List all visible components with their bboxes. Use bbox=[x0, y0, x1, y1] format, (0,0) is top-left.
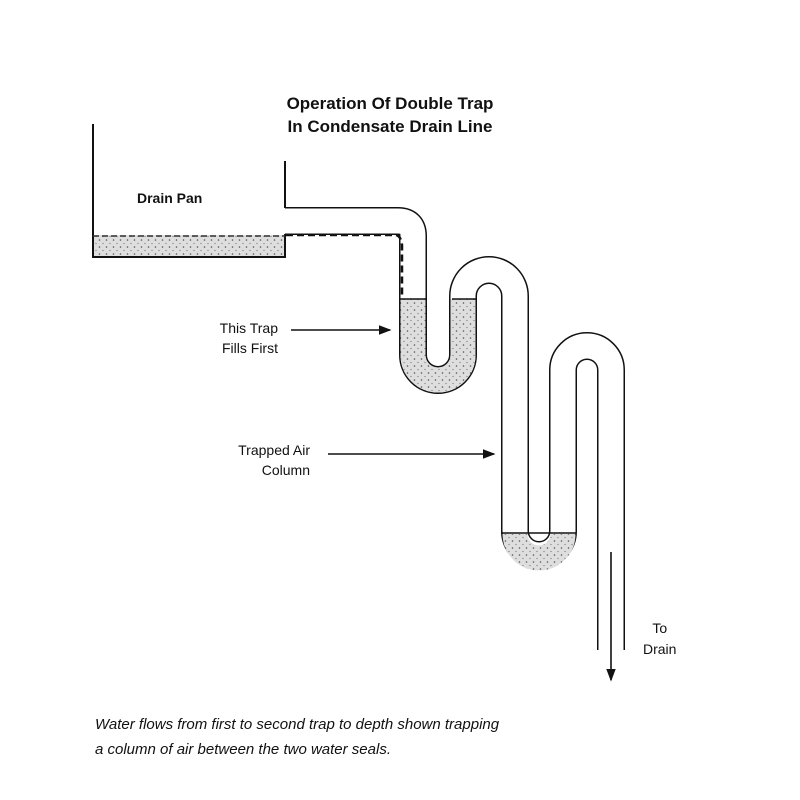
label-air-column: Trapped Air Column bbox=[150, 440, 310, 480]
drain-pipe bbox=[284, 207, 625, 651]
label-to: To bbox=[652, 620, 668, 636]
label-air-line-1: Trapped Air bbox=[238, 442, 310, 458]
title-line-2: In Condensate Drain Line bbox=[287, 117, 493, 136]
caption-line-2: a column of air between the two water se… bbox=[95, 741, 391, 758]
caption: Water flows from first to second trap to… bbox=[95, 712, 499, 762]
label-drain: Drain bbox=[643, 641, 677, 657]
title-line-1: Operation Of Double Trap bbox=[286, 94, 494, 113]
label-first-trap: This Trap Fills First bbox=[150, 318, 278, 358]
drain-pan bbox=[92, 124, 286, 258]
caption-line-1: Water flows from first to second trap to… bbox=[95, 716, 500, 733]
label-to-drain: To Drain bbox=[643, 618, 676, 660]
second-trap-water bbox=[502, 533, 576, 571]
label-first-trap-line-2: Fills First bbox=[222, 340, 278, 356]
label-first-trap-line-1: This Trap bbox=[219, 320, 278, 336]
first-trap-water bbox=[400, 299, 476, 393]
pan-water bbox=[93, 235, 285, 257]
label-drain-pan: Drain Pan bbox=[137, 190, 203, 206]
diagram-title: Operation Of Double Trap In Condensate D… bbox=[0, 92, 780, 138]
label-air-line-2: Column bbox=[261, 462, 310, 478]
